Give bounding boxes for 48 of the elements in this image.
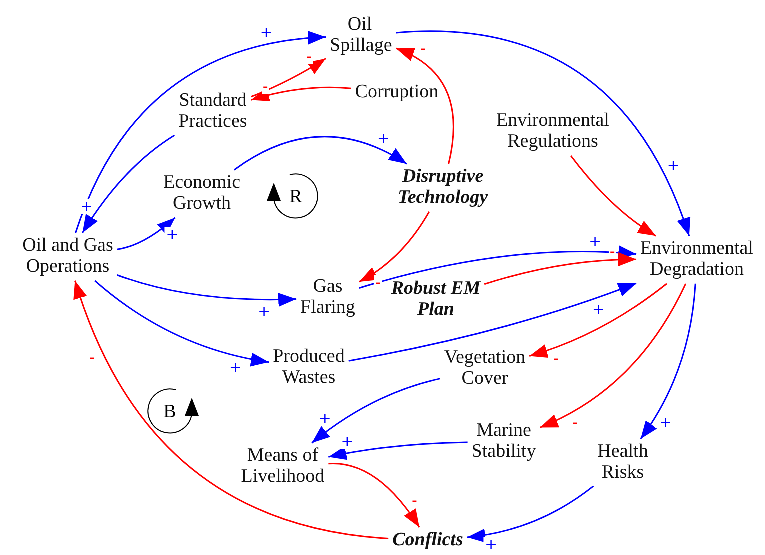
polarity-sign: + bbox=[376, 131, 391, 146]
causal-arrow bbox=[396, 30, 690, 236]
causal-arrow bbox=[540, 284, 687, 428]
variable-label: Environmental Degradation bbox=[640, 239, 754, 281]
polarity-sign: + bbox=[80, 199, 94, 214]
causal-arrow bbox=[117, 217, 176, 250]
variable-label: Corruption bbox=[354, 82, 440, 104]
polarity-sign: + bbox=[256, 304, 272, 320]
polarity-sign: + bbox=[666, 158, 681, 174]
causal-arrow bbox=[75, 32, 326, 234]
polarity-sign: + bbox=[340, 434, 355, 450]
variable-label: Conflicts bbox=[392, 530, 464, 552]
causal-arrow bbox=[396, 48, 454, 164]
variable-label: Economic Growth bbox=[162, 173, 242, 215]
causal-arrow bbox=[359, 212, 430, 283]
causal-arrow bbox=[82, 134, 176, 234]
variable-label: Gas Flaring bbox=[300, 277, 356, 319]
causal-arrow bbox=[640, 284, 696, 440]
causal-arrow bbox=[74, 280, 389, 540]
variable-label: Health Risks bbox=[596, 442, 650, 484]
variable-label: Vegetation Cover bbox=[443, 348, 527, 390]
causal-arrow bbox=[484, 252, 637, 286]
polarity-sign: + bbox=[588, 234, 603, 250]
causal-arrow bbox=[117, 274, 297, 307]
causal-arrow bbox=[529, 283, 668, 358]
variable-label: Oil and Gas Operations bbox=[22, 236, 114, 278]
causal-arrow bbox=[234, 136, 408, 171]
variable-label: Produced Wastes bbox=[272, 347, 346, 389]
causal-arrow bbox=[348, 282, 637, 362]
causal-arrow bbox=[94, 280, 270, 366]
loop-label: B bbox=[164, 402, 176, 422]
variable-label: Disruptive Technology bbox=[396, 167, 490, 209]
polarity-sign: + bbox=[165, 227, 180, 242]
causal-arrow bbox=[570, 155, 657, 237]
variable-label: Oil Spillage bbox=[330, 15, 390, 57]
variable-label: Standard Practices bbox=[178, 91, 248, 133]
causal-arrow bbox=[328, 442, 468, 460]
causal-arrow bbox=[312, 378, 441, 444]
causal-arrow bbox=[328, 463, 420, 528]
variable-label: Means of Livelihood bbox=[240, 446, 326, 488]
loop-label: R bbox=[290, 188, 302, 206]
variable-label: Marine Stability bbox=[470, 421, 538, 463]
causal-arrow bbox=[467, 486, 594, 542]
causal-arrow bbox=[359, 246, 637, 289]
variable-label: Environmental Regulations bbox=[496, 111, 610, 153]
causal-arrow bbox=[251, 58, 326, 98]
causal-arrow bbox=[251, 86, 352, 102]
variable-label: Robust EM Plan bbox=[390, 279, 482, 321]
